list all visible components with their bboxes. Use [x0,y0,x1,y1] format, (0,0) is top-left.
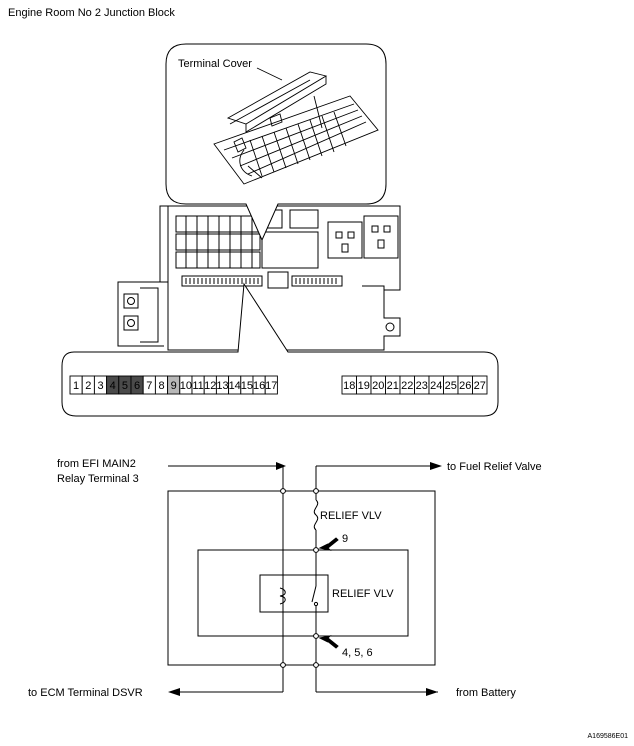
wire-arrowheads [168,462,442,696]
relief-vlv-fuse-label: RELIEF VLV [320,510,382,522]
terminal-number-17: 17 [265,380,277,392]
terminal-number-3: 3 [97,380,103,392]
junction-block-body [117,205,401,351]
terminal-number-11: 11 [192,380,203,392]
from-efi-label-line1: from EFI MAIN2 [57,458,136,470]
junction-dots [280,488,319,668]
relay-switch [311,585,317,603]
circuit-schematic [167,465,438,693]
terminal-cover-label: Terminal Cover [178,58,252,70]
terminal-number-8: 8 [158,380,164,392]
arrow-to-ecm [168,688,180,696]
to-ecm-label: to ECM Terminal DSVR [28,687,143,699]
terminal-number-18: 18 [343,380,355,392]
terminal-number-9: 9 [171,380,177,392]
pointer-arrow-456 [318,635,339,649]
terminal-number-7: 7 [146,380,152,392]
terminal-number-22: 22 [401,380,413,392]
outer-block-outline [167,490,436,666]
relay-box [259,574,329,613]
terminal-cover-callout [165,43,387,242]
terminal-9-label: 9 [342,533,348,545]
terminal-number-19: 19 [358,380,370,392]
fuse-symbol [313,499,319,531]
terminal-number-20: 20 [372,380,384,392]
terminal-number-23: 23 [416,380,428,392]
diagram-title: Engine Room No 2 Junction Block [8,7,175,19]
arrow-to-fuel-relief [430,462,442,470]
arrow-from-battery [426,688,438,696]
terminal-number-13: 13 [216,380,228,392]
terminal-pointer-arrows [318,537,339,649]
terminal-number-4: 4 [110,380,116,392]
terminal-number-2: 2 [85,380,91,392]
terminal-number-1: 1 [73,380,79,392]
terminal-number-27: 27 [474,380,486,392]
terminal-cell-27 [472,375,488,395]
from-battery-label: from Battery [456,687,516,699]
terminal-number-10: 10 [180,380,192,392]
from-efi-label-line2: Relay Terminal 3 [57,473,139,485]
figure-code: A169586E01 [587,733,628,740]
terminal-number-21: 21 [387,380,399,392]
terminal-number-5: 5 [122,380,128,392]
terminal-number-6: 6 [134,380,140,392]
arrow-from-efi [276,462,286,470]
terminal-cell-17 [264,375,278,395]
terminal-number-12: 12 [204,380,216,392]
terminal-number-16: 16 [253,380,265,392]
terminal-number-26: 26 [459,380,471,392]
relay-coil [279,587,286,605]
terminal-456-label: 4, 5, 6 [342,647,373,659]
terminal-number-14: 14 [229,380,241,392]
relief-vlv-relay-label: RELIEF VLV [332,588,394,600]
relay-sockets [327,215,399,259]
pointer-arrow-9 [318,537,339,551]
terminal-number-15: 15 [241,380,253,392]
terminal-number-25: 25 [445,380,457,392]
to-fuel-relief-label: to Fuel Relief Valve [447,461,542,473]
terminal-number-24: 24 [430,380,442,392]
inner-block-outline [197,549,409,637]
